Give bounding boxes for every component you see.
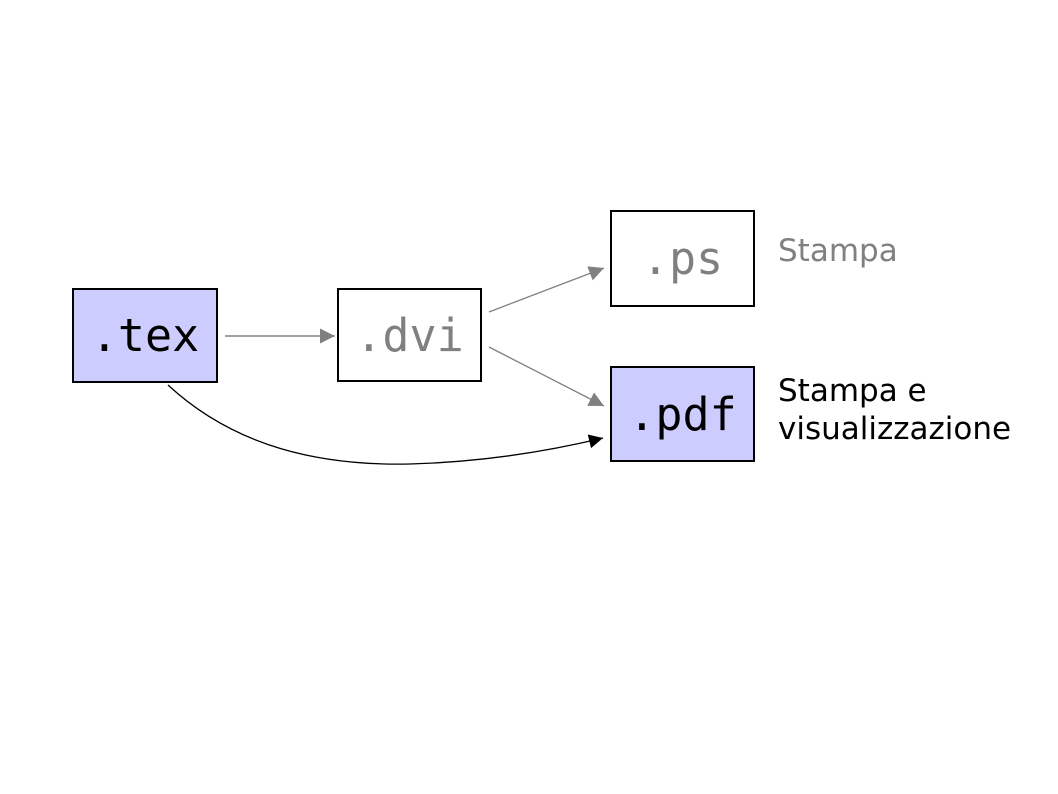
node-pdf: .pdf <box>610 366 755 462</box>
arrow-dvi-to-ps <box>488 266 605 313</box>
node-pdf-label: .pdf <box>628 387 737 441</box>
arrow-dvi-to-pdf <box>488 346 605 407</box>
node-tex-label: .tex <box>90 309 200 362</box>
annotation-ps-text: Stampa <box>778 233 898 269</box>
node-ps: .ps <box>610 210 755 307</box>
node-dvi: .dvi <box>337 288 482 382</box>
annotation-pdf-line1: Stampa e <box>778 373 927 409</box>
arrow-tex-to-pdf-curved <box>167 384 604 465</box>
annotation-pdf-line2: visualizzazione <box>778 411 1012 447</box>
annotation-ps-stampa: Stampa <box>778 232 898 270</box>
node-tex: .tex <box>72 288 218 383</box>
annotation-pdf-stampa-visualizzazione: Stampa e visualizzazione <box>778 372 1011 448</box>
node-dvi-label: .dvi <box>355 308 464 362</box>
node-ps-label: .ps <box>641 232 724 285</box>
